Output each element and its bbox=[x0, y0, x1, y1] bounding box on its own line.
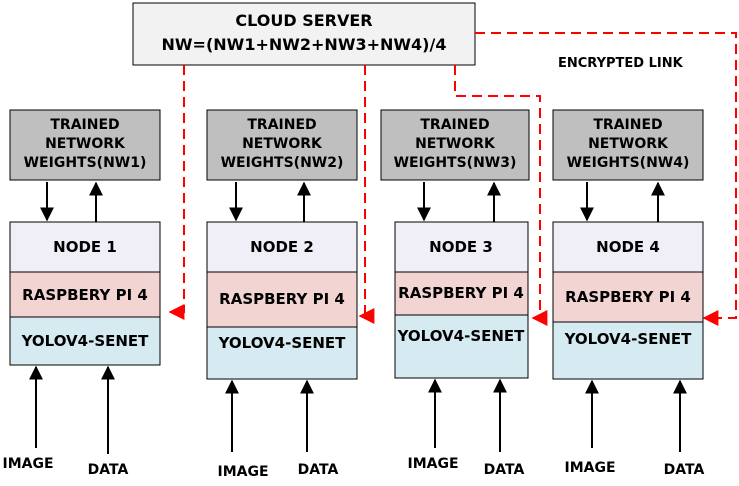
cloud-server-formula: NW=(NW1+NW2+NW3+NW4)/4 bbox=[162, 35, 447, 54]
node-box bbox=[9, 221, 161, 273]
cloud-server: CLOUD SERVER NW=(NW1+NW2+NW3+NW4)/4 bbox=[132, 2, 476, 66]
model-label: YOLOV4-SENET bbox=[21, 332, 150, 350]
data-input-label: DATA bbox=[88, 462, 129, 478]
raspberry-pi-box bbox=[552, 271, 704, 323]
weights-line-3: WEIGHTS(NW4) bbox=[567, 155, 690, 171]
node-box bbox=[206, 221, 358, 273]
raspberry-pi-label: RASPBERY PI 4 bbox=[565, 288, 691, 306]
node-label: NODE 3 bbox=[429, 238, 493, 256]
weights-line-3: WEIGHTS(NW2) bbox=[221, 155, 344, 171]
data-input-label: DATA bbox=[298, 462, 339, 478]
node-box bbox=[552, 221, 704, 273]
node-column-2: TRAINED NETWORK WEIGHTS(NW2) NODE 2 RASP… bbox=[206, 109, 358, 480]
image-input-label: IMAGE bbox=[564, 460, 615, 476]
node-label: NODE 4 bbox=[596, 238, 660, 256]
data-input-label: DATA bbox=[664, 462, 705, 478]
data-input-label: DATA bbox=[484, 462, 525, 478]
weights-line-1: TRAINED bbox=[593, 117, 662, 133]
model-box bbox=[394, 314, 529, 379]
weights-line-1: TRAINED bbox=[247, 117, 316, 133]
cloud-server-title: CLOUD SERVER bbox=[235, 11, 372, 30]
raspberry-pi-box bbox=[9, 271, 161, 318]
model-label: YOLOV4-SENET bbox=[564, 330, 693, 348]
cloud-server-box bbox=[132, 2, 476, 66]
model-box bbox=[9, 316, 161, 366]
encrypted-link-node-4 bbox=[475, 32, 737, 326]
weights-box bbox=[552, 109, 704, 181]
image-input-label: IMAGE bbox=[217, 464, 268, 480]
model-box bbox=[552, 321, 704, 380]
encrypted-link-node-2 bbox=[358, 65, 375, 324]
weights-line-2: NETWORK bbox=[415, 136, 496, 152]
weights-line-1: TRAINED bbox=[420, 117, 489, 133]
node-label: NODE 2 bbox=[250, 238, 314, 256]
raspberry-pi-label: RASPBERY PI 4 bbox=[22, 286, 148, 304]
model-label: YOLOV4-SENET bbox=[397, 327, 526, 345]
encrypted-link-label: ENCRYPTED LINK bbox=[558, 56, 684, 71]
node-box bbox=[394, 221, 529, 273]
node-column-1: TRAINED NETWORK WEIGHTS(NW1) NODE 1 RASP… bbox=[2, 109, 161, 478]
weights-line-2: NETWORK bbox=[588, 136, 669, 152]
raspberry-pi-label: RASPBERY PI 4 bbox=[219, 290, 345, 308]
encrypted-links bbox=[168, 32, 737, 326]
weights-box bbox=[380, 109, 530, 181]
image-input-label: IMAGE bbox=[407, 456, 458, 472]
raspberry-pi-box bbox=[394, 271, 529, 316]
node-column-4: TRAINED NETWORK WEIGHTS(NW4) NODE 4 RASP… bbox=[552, 109, 705, 478]
raspberry-pi-box bbox=[206, 271, 358, 328]
raspberry-pi-label: RASPBERY PI 4 bbox=[398, 284, 524, 302]
weights-line-2: NETWORK bbox=[242, 136, 323, 152]
weights-box bbox=[206, 109, 358, 181]
model-label: YOLOV4-SENET bbox=[218, 334, 347, 352]
weights-box bbox=[9, 109, 161, 181]
weights-line-2: NETWORK bbox=[45, 136, 126, 152]
weights-line-3: WEIGHTS(NW1) bbox=[24, 155, 147, 171]
node-column-3: TRAINED NETWORK WEIGHTS(NW3) NODE 3 RASP… bbox=[380, 109, 530, 478]
weights-line-3: WEIGHTS(NW3) bbox=[394, 155, 517, 171]
image-input-label: IMAGE bbox=[2, 456, 53, 472]
node-label: NODE 1 bbox=[53, 238, 117, 256]
encrypted-link-node-1 bbox=[168, 65, 185, 320]
model-box bbox=[206, 326, 358, 380]
encrypted-link-node-3 bbox=[454, 65, 548, 326]
weights-line-1: TRAINED bbox=[50, 117, 119, 133]
